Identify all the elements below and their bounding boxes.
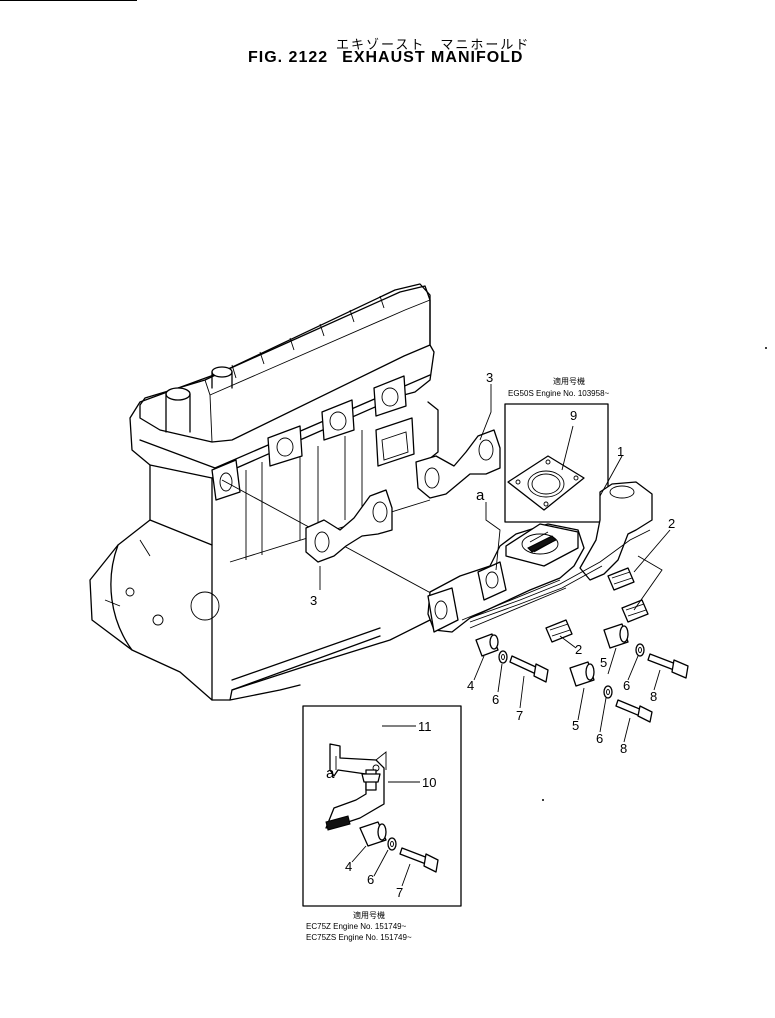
scan-speck (765, 347, 767, 349)
stud-bracket-line (633, 555, 663, 611)
figure-number: FIG. 2122 (248, 49, 329, 66)
applicability-note-bottom: 適用号機 EC75Z Engine No. 151749~ EC75ZS Eng… (306, 910, 412, 942)
spacer-4-upper (475, 633, 499, 657)
applicability-bottom-heading: 適用号機 (353, 910, 385, 920)
callout-8-upper: 8 (650, 689, 657, 704)
spacer-5-lower (569, 661, 595, 687)
callout-7-upper: 7 (516, 708, 523, 723)
inset-bracket-box (302, 705, 462, 907)
callout-3-upper: 3 (486, 370, 493, 385)
stud-middle (621, 599, 649, 623)
washer-6-right (635, 643, 645, 657)
manifold-gasket-rear (415, 429, 501, 499)
leader-lines (319, 384, 671, 887)
bolt-7-upper (509, 655, 549, 683)
callout-7-inset: 7 (396, 885, 403, 900)
applicability-top-line1: EG50S Engine No. 103958~ (508, 389, 610, 398)
washer-6-upper (498, 650, 508, 664)
callout-2-upper: 2 (668, 516, 675, 531)
exhaust-manifold (427, 481, 653, 633)
callout-4-upper: 4 (467, 678, 474, 693)
figure-title: FIG. 2122 EXHAUST MANIFOLD (248, 49, 523, 67)
washer-6-lower (603, 685, 613, 699)
head-exhaust-ports (211, 375, 439, 501)
callout-8-lower: 8 (620, 741, 627, 756)
callout-6-right: 6 (623, 678, 630, 693)
callout-1: 1 (617, 444, 624, 459)
callout-labels: 3 3 9 1 2 2 a 4 6 7 5 6 8 5 6 8 11 10 a … (310, 370, 675, 900)
inset-gasket-box (504, 403, 609, 523)
spacer-5-upper (603, 623, 629, 649)
callout-3-lower: 3 (310, 593, 317, 608)
applicability-top-heading: 適用号機 (553, 376, 585, 386)
callout-5-upper: 5 (600, 655, 607, 670)
reference-a-main: a (476, 487, 485, 504)
scan-speck (542, 799, 544, 801)
bolt-8-lower (615, 699, 653, 723)
callout-9: 9 (570, 408, 577, 423)
applicability-bottom-line1: EC75Z Engine No. 151749~ (306, 922, 407, 931)
applicability-bottom-line2: EC75ZS Engine No. 151749~ (306, 933, 412, 942)
callout-2-lower: 2 (575, 642, 582, 657)
callout-6-lower: 6 (596, 731, 603, 746)
applicability-note-top: 適用号機 EG50S Engine No. 103958~ (508, 376, 610, 398)
stud-upper (607, 567, 635, 591)
callout-6-inset: 6 (367, 872, 374, 887)
callout-4-inset: 4 (345, 859, 352, 874)
callout-6-upper: 6 (492, 692, 499, 707)
bolt-8-upper (647, 653, 689, 679)
reference-a-inset: a (326, 765, 335, 782)
engine-block (89, 283, 439, 701)
figure-name: EXHAUST MANIFOLD (342, 49, 524, 66)
manifold-gasket-front (305, 489, 393, 563)
top-rule (0, 0, 137, 1)
title-japanese: エキゾースト マニホールド (336, 37, 531, 52)
callout-10: 10 (422, 775, 436, 790)
callout-5-lower: 5 (572, 718, 579, 733)
stud-lower (545, 619, 573, 643)
callout-11: 11 (418, 719, 432, 734)
